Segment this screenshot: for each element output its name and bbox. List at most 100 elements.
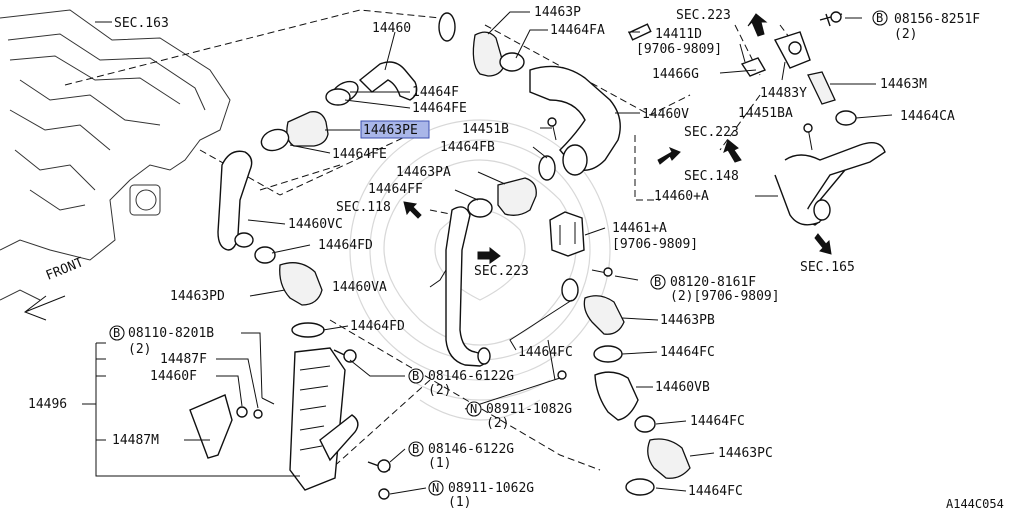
hose-14463PC <box>647 438 691 479</box>
hose-14463PD <box>279 262 323 306</box>
bolt-08146-a-head <box>343 349 357 363</box>
pipe-14460VA-end <box>477 347 491 365</box>
part-label-14411D[interactable]: 14411D <box>655 27 702 42</box>
part-label-14464FE-a[interactable]: 14464FE <box>412 101 467 116</box>
sec-ref-148[interactable]: SEC.148 <box>684 169 739 184</box>
part-label-08110[interactable]: 08110-8201B <box>128 326 214 341</box>
bolt-08146-b-head <box>377 459 391 473</box>
pipe-14460VB <box>594 371 639 421</box>
part-label-14460VC[interactable]: 14460VC <box>288 217 343 232</box>
clamp-14464CA <box>835 110 857 126</box>
clamp-14464FC-a <box>593 345 623 363</box>
badge-b-08156: B <box>876 11 883 25</box>
part-label-14464CA[interactable]: 14464CA <box>900 109 955 124</box>
arrow-sec165 <box>814 233 832 255</box>
intercooler-14496 <box>289 347 346 491</box>
highlighted-part-box <box>360 120 430 139</box>
part-label-08911-b-qty: (1) <box>448 495 471 510</box>
clamp-14464FE-a <box>325 88 351 106</box>
part-label-14464FC-b[interactable]: 14464FC <box>660 345 715 360</box>
part-label-14464FF[interactable]: 14464FF <box>368 182 423 197</box>
part-label-14460V[interactable]: 14460V <box>642 107 689 122</box>
part-label-14463PB[interactable]: 14463PB <box>660 313 715 328</box>
sec-ref-165[interactable]: SEC.165 <box>800 260 855 275</box>
pipe-14460A-lower <box>774 174 821 226</box>
part-label-14460A[interactable]: 14460+A <box>654 189 709 204</box>
clamp-14464FA-top <box>438 12 456 42</box>
pipe-14460V-outlet <box>562 144 588 176</box>
badge-b-08120: B <box>654 275 661 289</box>
sec-ref-118[interactable]: SEC.118 <box>336 200 391 215</box>
fitting-14483Y-port <box>788 41 802 55</box>
bracket-14487M <box>189 394 233 459</box>
intercooler-inlet <box>319 414 359 462</box>
part-label-08146-b[interactable]: 08146-6122G <box>428 442 514 457</box>
part-label-14460VB[interactable]: 14460VB <box>655 380 710 395</box>
part-label-08146-a[interactable]: 08146-6122G <box>428 369 514 384</box>
badge-n-08911-a: N <box>470 402 477 416</box>
part-label-14460F[interactable]: 14460F <box>150 369 197 384</box>
part-label-14464FC-d[interactable]: 14464FC <box>688 484 743 499</box>
part-hoses-and-pipes <box>189 11 886 500</box>
part-label-14463PE[interactable]: 14463PE <box>363 123 418 138</box>
part-label-08146-b-qty: (1) <box>428 456 451 471</box>
bolt-08156-head <box>830 11 842 23</box>
part-label-14464FA[interactable]: 14464FA <box>550 23 605 38</box>
clamp-14464FA <box>499 52 525 72</box>
part-label-14464FC-c[interactable]: 14464FC <box>690 414 745 429</box>
nut-08911-a <box>557 370 567 380</box>
arrow-up-sec223 <box>747 13 768 37</box>
part-label-08110-qty: (2) <box>128 342 151 357</box>
part-label-14463PD[interactable]: 14463PD <box>170 289 225 304</box>
part-label-14464FD-b[interactable]: 14464FD <box>350 319 405 334</box>
part-label-14483Y[interactable]: 14483Y <box>760 86 807 101</box>
part-label-08156[interactable]: 08156-8251F <box>894 12 980 27</box>
front-arrow <box>23 295 66 321</box>
part-label-14487M[interactable]: 14487M <box>112 433 159 448</box>
part-label-14464FD-a[interactable]: 14464FD <box>318 238 373 253</box>
diagram-code: A144C054 <box>946 497 1004 511</box>
clamp-14464FD-a <box>254 246 276 264</box>
hose-14463PB <box>583 295 625 335</box>
part-label-08911-b[interactable]: 08911-1062G <box>448 481 534 496</box>
sec-ref-223-low[interactable]: SEC.223 <box>474 264 529 279</box>
part-label-14464FB[interactable]: 14464FB <box>440 140 495 155</box>
bolt-08120-head <box>603 267 613 277</box>
part-label-14463P[interactable]: 14463P <box>534 5 581 20</box>
part-label-14464FE-b[interactable]: 14464FE <box>332 147 387 162</box>
arrow-sec118 <box>403 201 422 219</box>
part-label-14463PC[interactable]: 14463PC <box>718 446 773 461</box>
sec-ref-163[interactable]: SEC.163 <box>114 16 169 31</box>
part-label-14461A-range: [9706-9809] <box>612 237 698 252</box>
pipe-14460A-end <box>813 199 831 221</box>
part-label-14463PA[interactable]: 14463PA <box>396 165 451 180</box>
part-label-14460[interactable]: 14460 <box>372 21 411 36</box>
part-label-08911-a[interactable]: 08911-1082G <box>486 402 572 417</box>
badge-b-08146-a: B <box>412 369 419 383</box>
part-label-08120[interactable]: 08120-8161F <box>670 275 756 290</box>
clamp-14464FC-d <box>625 478 655 496</box>
clamp-14464FB <box>538 155 556 181</box>
part-label-14451B[interactable]: 14451B <box>462 122 509 137</box>
hose-14463PE <box>286 111 329 147</box>
sec-ref-223-top[interactable]: SEC.223 <box>676 8 731 23</box>
clamp-14464FF <box>467 198 493 218</box>
part-label-08911-a-qty: (2) <box>486 416 509 431</box>
part-label-14451BA[interactable]: 14451BA <box>738 106 793 121</box>
part-label-14466G[interactable]: 14466G <box>652 67 699 82</box>
part-label-14464F[interactable]: 14464F <box>412 85 459 100</box>
part-label-14496[interactable]: 14496 <box>28 397 67 412</box>
hose-14463M <box>807 71 836 105</box>
arrow-sec223-low <box>477 246 501 264</box>
part-label-14464FC-a[interactable]: 14464FC <box>518 345 573 360</box>
bracket-14461A <box>549 211 585 257</box>
part-label-14460VA[interactable]: 14460VA <box>332 280 387 295</box>
part-label-14461A[interactable]: 14461+A <box>612 221 667 236</box>
part-label-14487F[interactable]: 14487F <box>160 352 207 367</box>
sec-ref-223-mid[interactable]: SEC.223 <box>684 125 739 140</box>
part-label-14463M[interactable]: 14463M <box>880 77 927 92</box>
direction-arrows <box>23 13 832 321</box>
nut-14460F <box>236 406 248 418</box>
dashed-leader-lines <box>64 9 796 471</box>
